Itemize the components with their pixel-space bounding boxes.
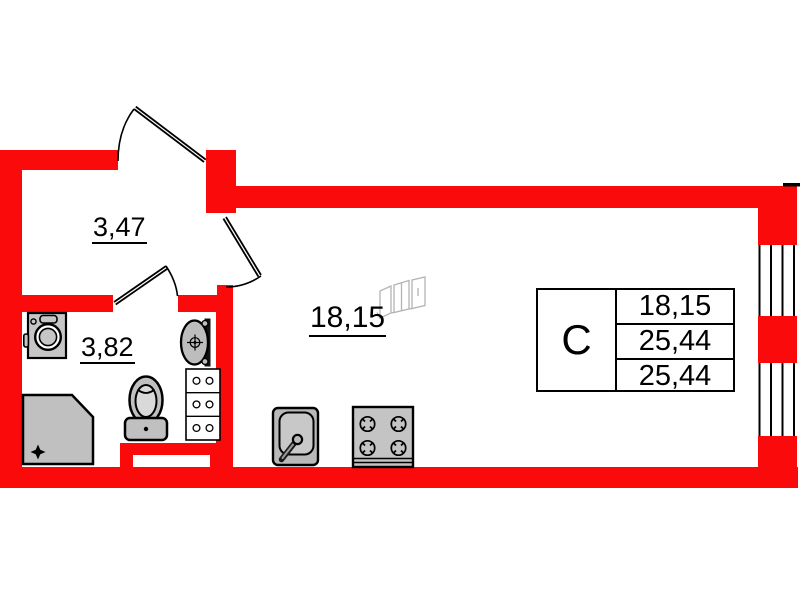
wall-bath-top-left: [22, 295, 113, 312]
wall-main-top: [236, 186, 797, 208]
burner-icon: [359, 415, 376, 433]
wall-bottom: [0, 467, 798, 488]
wall-left: [0, 150, 22, 488]
unit-stamp-table: С 18,15 25,44 25,44: [536, 288, 735, 392]
shower-tray-icon: [21, 393, 95, 466]
room-door-swing-icon: [222, 216, 262, 288]
vent-shaft: [133, 455, 210, 467]
faucet-crosshair-icon: [187, 334, 203, 351]
stamp-total-area: 25,44: [617, 323, 733, 358]
wall-right-top: [758, 186, 797, 245]
shower-drain-icon: [30, 444, 46, 460]
wall-right-pier: [758, 316, 797, 363]
stamp-living-area: 18,15: [638, 290, 712, 322]
bathroom-sink-icon: [179, 318, 211, 367]
bathroom-cabinet-icon: [185, 368, 221, 441]
bathroom-area-label: 3,82: [80, 333, 135, 365]
washing-machine-icon: [22, 311, 68, 360]
entrance-door-swing-icon: [117, 105, 207, 163]
hallway-area-label: 3,47: [92, 213, 147, 245]
burner-icon: [390, 415, 407, 433]
wall-bath-top-right: [178, 295, 233, 312]
wall-hall-top: [0, 150, 118, 170]
wall-right-bottom: [758, 436, 797, 488]
stove-icon: [351, 405, 415, 469]
wall-entry-jamb-block: [206, 150, 236, 213]
burner-icon: [390, 439, 407, 457]
kitchen-sink-icon: [271, 406, 320, 467]
burner-icon: [359, 439, 376, 457]
living-area-label: 18,15: [309, 302, 387, 337]
toilet-icon: [123, 375, 169, 442]
unit-stamp-values: 18,15 25,44 25,44: [617, 290, 733, 393]
unit-type-cell: С: [538, 290, 617, 390]
stamp-reduced-area: 25,44: [617, 358, 733, 393]
bathroom-door-swing-icon: [113, 265, 179, 306]
